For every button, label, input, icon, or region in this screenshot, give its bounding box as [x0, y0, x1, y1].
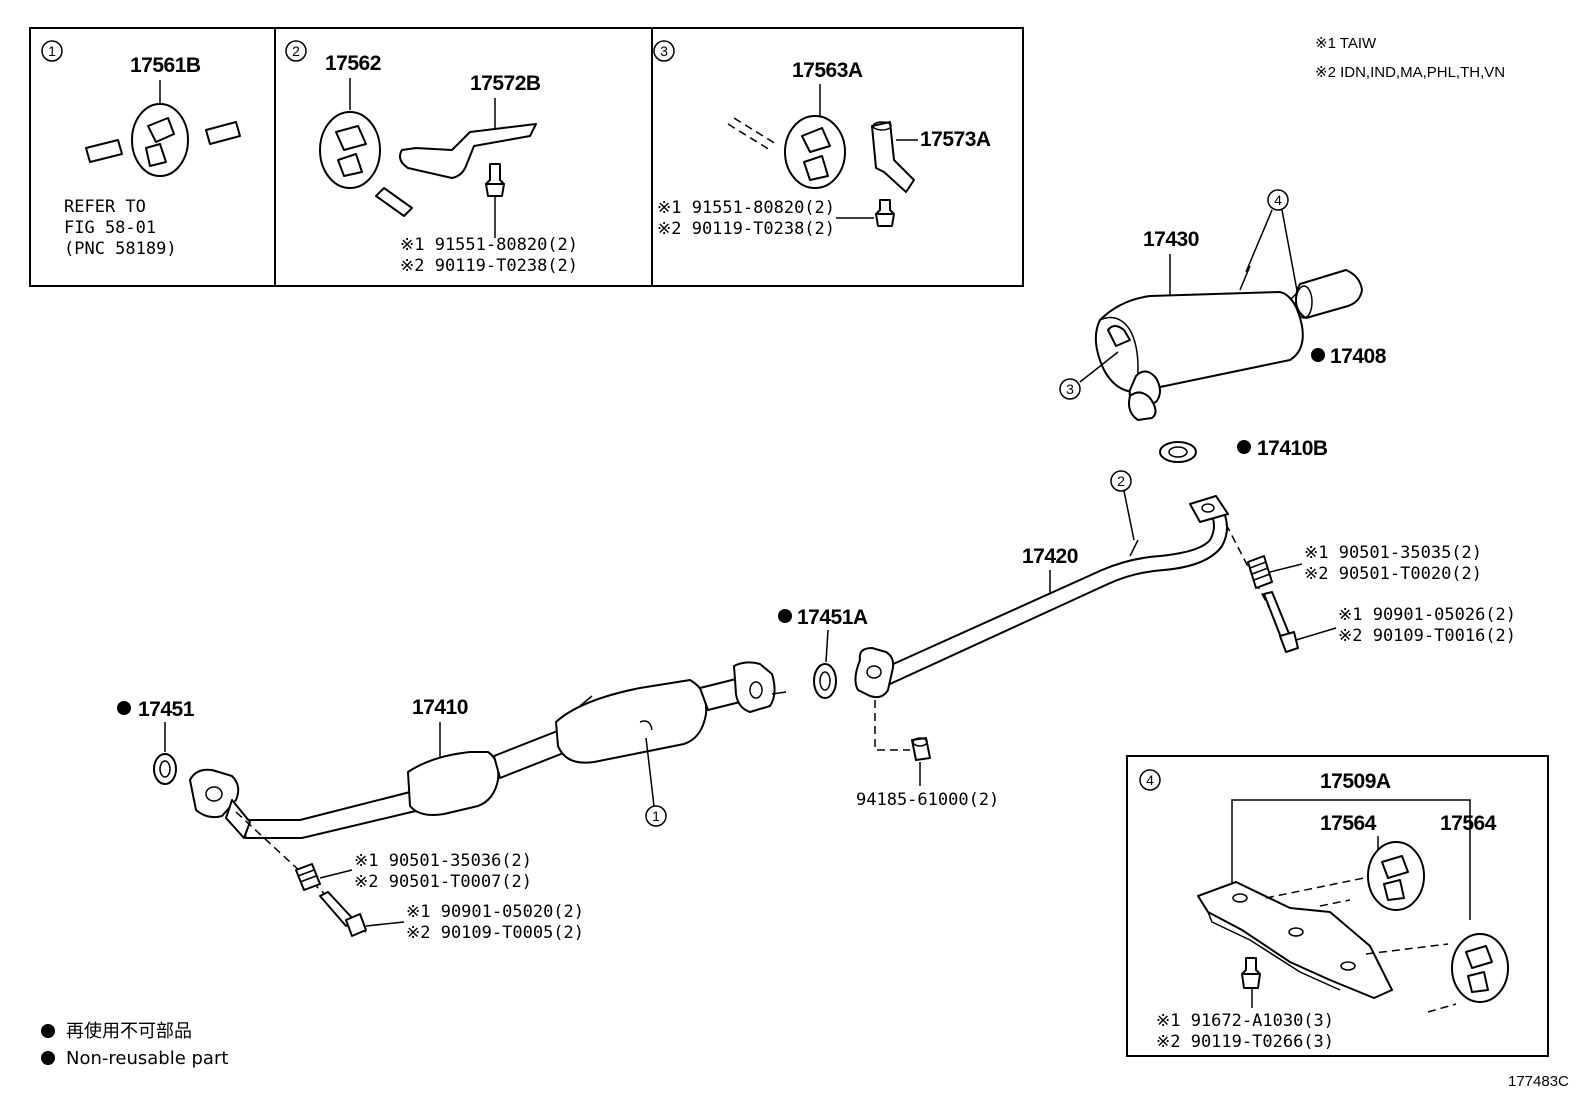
part-17563A-label[interactable]: 17563A: [792, 59, 863, 82]
nut-label[interactable]: 94185-61000(2): [856, 790, 999, 810]
part-17564-label-a[interactable]: 17564: [1320, 812, 1377, 835]
gasket-17451[interactable]: [153, 753, 177, 785]
callout-1-front-pipe: 1: [652, 808, 660, 824]
inset-box-3: [651, 27, 1024, 287]
part-17410B-label[interactable]: 17410B: [1257, 437, 1328, 460]
inset-4-number: 4: [1146, 772, 1154, 788]
front-flange-hardware: ※1 90501-35036(2) ※2 90501-T0007(2) ※1 9…: [235, 811, 584, 943]
inset-1: 1 17561B REFER TO FIG 58-01 (PNC 58189): [41, 40, 241, 259]
inset-3-bolt-2: ※2 90119-T0238(2): [657, 219, 835, 239]
part-17561B-label[interactable]: 17561B: [130, 54, 201, 77]
legend-dot-en: [41, 1051, 55, 1065]
tail-pipe-group: 17408: [1295, 269, 1387, 368]
front-pipe-17410[interactable]: [239, 789, 421, 839]
rear-bolt-2: ※2 90109-T0016(2): [1338, 626, 1516, 646]
rear-flange-hardware: ※1 90501-35035(2) ※2 90501-T0020(2) ※1 9…: [1225, 523, 1516, 653]
part-17509A-label[interactable]: 17509A: [1320, 770, 1391, 793]
spring-rear[interactable]: [1247, 555, 1273, 589]
refer-line-1: REFER TO: [64, 197, 146, 217]
part-17451A-label[interactable]: 17451A: [797, 606, 868, 629]
callout-3-muffler: 3: [1066, 381, 1074, 397]
front-spring-2: ※2 90501-T0007(2): [354, 872, 532, 892]
inset-3-bolt-1: ※1 91551-80820(2): [657, 198, 835, 218]
muffler-17430[interactable]: [1094, 291, 1304, 393]
gasket-17410B[interactable]: [1159, 441, 1197, 463]
legend-dot-jp: [41, 1024, 55, 1038]
center-pipe-17420[interactable]: [879, 507, 1228, 685]
non-reusable-dot-17408: [1311, 348, 1325, 362]
nut-group: 94185-61000(2): [856, 700, 999, 810]
part-17564-label-b[interactable]: 17564: [1440, 812, 1497, 835]
region-note-2: ※2 IDN,IND,MA,PHL,TH,VN: [1315, 64, 1505, 81]
inset-2: 2 17562 17572B ※1 91551-80820(2) ※2 9011…: [285, 40, 578, 276]
inset-4-bolt-2: ※2 90119-T0266(3): [1156, 1032, 1334, 1052]
part-17562-label[interactable]: 17562: [325, 52, 381, 75]
bracket-17572B[interactable]: [399, 123, 537, 179]
region-note-1: ※1 TAIW: [1315, 35, 1377, 52]
front-pipe-group: 17410 1: [189, 661, 787, 839]
part-17573A-label[interactable]: 17573A: [920, 128, 991, 151]
callout-2-center-pipe: 2: [1117, 473, 1125, 489]
part-17572B-label[interactable]: 17572B: [470, 72, 541, 95]
non-reusable-dot-17451A: [778, 609, 792, 623]
inset-3: 3 17563A 17573A ※1 91551-80820(2) ※2 901…: [653, 40, 991, 239]
gasket-17451A-group: 17451A: [778, 606, 868, 699]
part-17420-label[interactable]: 17420: [1022, 545, 1078, 568]
inset-1-number: 1: [48, 43, 56, 59]
inset-4-bolt-1: ※1 91672-A1030(3): [1156, 1011, 1334, 1031]
part-17430-label[interactable]: 17430: [1143, 228, 1199, 251]
front-bolt-1: ※1 90901-05020(2): [406, 902, 584, 922]
inset-3-number: 3: [660, 43, 668, 59]
part-17410-label[interactable]: 17410: [412, 696, 468, 719]
bracket-17509A[interactable]: [1197, 881, 1393, 999]
figure-id: 177483C: [1508, 1073, 1569, 1090]
center-pipe-group: 17420 2: [854, 470, 1229, 699]
inset-2-bolt-2: ※2 90119-T0238(2): [400, 256, 578, 276]
front-bolt-2: ※2 90109-T0005(2): [406, 923, 584, 943]
non-reusable-dot-17410B: [1237, 440, 1251, 454]
legend-en: Non-reusable part: [66, 1048, 228, 1069]
legend: 再使用不可部品 Non-reusable part: [41, 1021, 228, 1069]
part-17408-label[interactable]: 17408: [1330, 345, 1387, 368]
gasket-17410B-group: 17410B: [1159, 437, 1328, 463]
gasket-17451-group: 17451: [117, 698, 195, 785]
refer-line-3: (PNC 58189): [64, 239, 177, 259]
hanger-17563A[interactable]: [784, 115, 846, 189]
bolt-rear[interactable]: [1263, 591, 1291, 641]
rear-bolt-1: ※1 90901-05026(2): [1338, 605, 1516, 625]
inset-2-number: 2: [292, 43, 300, 59]
inset-2-bolt-1: ※1 91551-80820(2): [400, 235, 578, 255]
hanger-17562[interactable]: [319, 111, 381, 189]
tail-pipe-17408[interactable]: [1295, 269, 1363, 319]
legend-jp: 再使用不可部品: [66, 1021, 192, 1042]
inset-4: 4 17509A 17564 17564 ※1 91672-A1030(3) ※…: [1139, 769, 1509, 1052]
refer-line-2: FIG 58-01: [64, 218, 156, 238]
spring-front[interactable]: [295, 863, 321, 891]
rear-spring-2: ※2 90501-T0020(2): [1304, 564, 1482, 584]
rear-spring-1: ※1 90501-35035(2): [1304, 543, 1482, 563]
part-17451-label[interactable]: 17451: [138, 698, 195, 721]
front-spring-1: ※1 90501-35036(2): [354, 851, 532, 871]
bracket-17573A[interactable]: [871, 121, 915, 193]
inset-box-4: [1126, 755, 1549, 1057]
gasket-17451A[interactable]: [813, 663, 837, 699]
non-reusable-dot-17451: [117, 701, 131, 715]
muffler-assembly: 17430 4 3: [1059, 189, 1304, 421]
callout-4-muffler: 4: [1274, 192, 1282, 208]
